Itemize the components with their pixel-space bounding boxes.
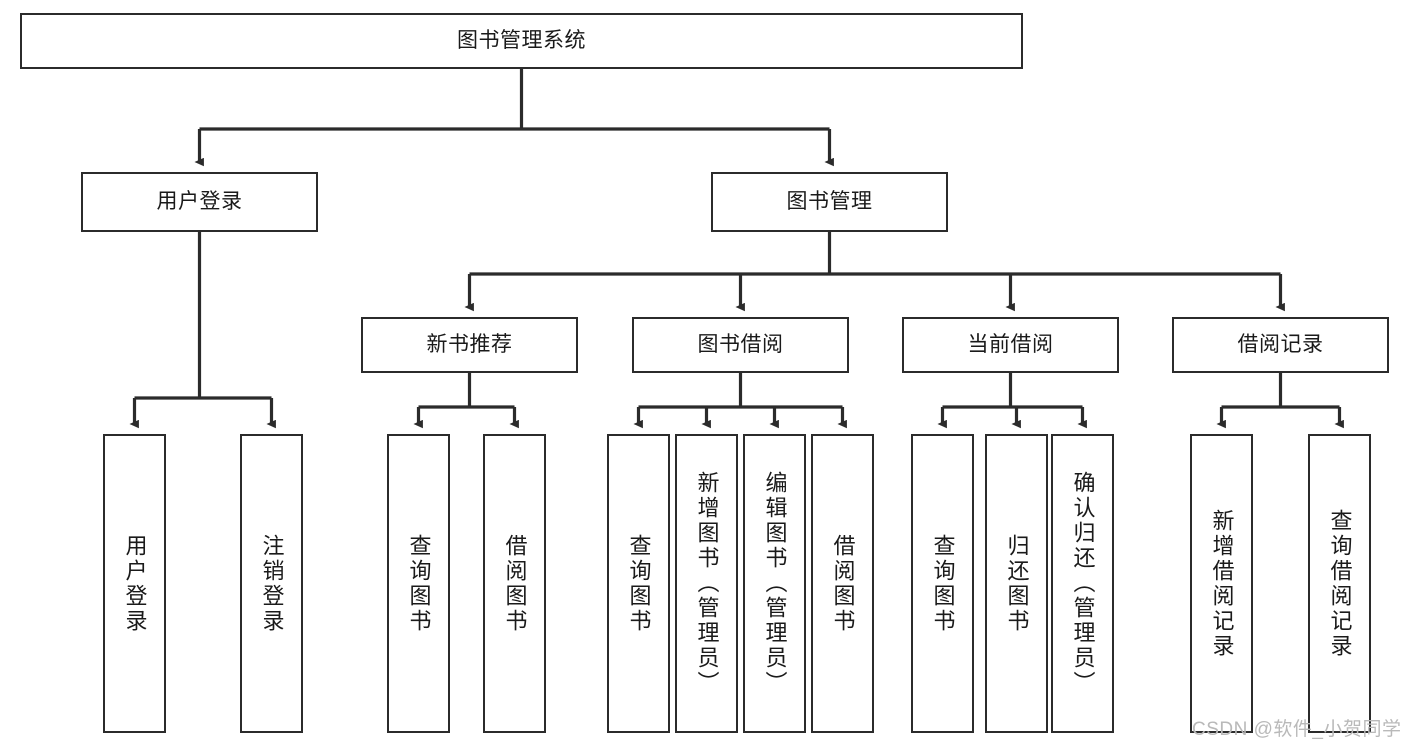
edges-root: [194, 69, 834, 167]
node-leaf-query-book-2[interactable]: 查询图书: [607, 434, 670, 733]
node-leaf-query-record[interactable]: 查询借阅记录: [1308, 434, 1371, 733]
node-current-borrow-label: 当前借阅: [967, 332, 1054, 356]
node-leaf-user-login[interactable]: 用户登录: [103, 434, 166, 733]
node-leaf-confirm-return[interactable]: 确认归还（管理员）: [1051, 434, 1114, 733]
node-leaf-edit-book-label: 编辑图书（管理员）: [762, 471, 788, 696]
node-leaf-borrow-book-2[interactable]: 借阅图书: [811, 434, 874, 733]
edges-user-login: [129, 232, 276, 429]
node-leaf-query-book-3-label: 查询图书: [930, 533, 956, 634]
node-leaf-borrow-book-2-label: 借阅图书: [830, 533, 856, 634]
node-leaf-add-record-label: 新增借阅记录: [1209, 508, 1235, 659]
node-new-book-rec-label: 新书推荐: [426, 332, 513, 356]
edges-book-manage: [464, 232, 1285, 312]
csdn-watermark: CSDN @软件_小贺同学: [1192, 719, 1402, 740]
edges-new-book-rec: [413, 373, 519, 429]
node-user-login-label: 用户登录: [156, 189, 243, 213]
node-leaf-return-book[interactable]: 归还图书: [985, 434, 1048, 733]
node-new-book-rec[interactable]: 新书推荐: [361, 317, 578, 373]
node-leaf-edit-book[interactable]: 编辑图书（管理员）: [743, 434, 806, 733]
node-root-label: 图书管理系统: [457, 28, 586, 52]
node-leaf-query-book-2-label: 查询图书: [626, 533, 652, 634]
node-leaf-logout-label: 注销登录: [259, 533, 285, 634]
node-current-borrow[interactable]: 当前借阅: [902, 317, 1119, 373]
node-leaf-return-book-label: 归还图书: [1004, 533, 1030, 634]
edges-book-borrow: [633, 373, 847, 429]
node-book-borrow-label: 图书借阅: [697, 332, 784, 356]
node-borrow-record[interactable]: 借阅记录: [1172, 317, 1389, 373]
node-user-login[interactable]: 用户登录: [81, 172, 318, 232]
node-leaf-confirm-return-label: 确认归还（管理员）: [1070, 471, 1096, 696]
node-leaf-query-book-3[interactable]: 查询图书: [911, 434, 974, 733]
node-book-borrow[interactable]: 图书借阅: [632, 317, 849, 373]
node-root[interactable]: 图书管理系统: [20, 13, 1023, 69]
node-leaf-borrow-book-1-label: 借阅图书: [502, 533, 528, 634]
node-book-manage-label: 图书管理: [786, 189, 873, 213]
edges-borrow-record: [1216, 373, 1344, 429]
node-leaf-user-login-label: 用户登录: [122, 533, 148, 634]
node-leaf-add-record[interactable]: 新增借阅记录: [1190, 434, 1253, 733]
node-leaf-add-book[interactable]: 新增图书（管理员）: [675, 434, 738, 733]
node-book-manage[interactable]: 图书管理: [711, 172, 948, 232]
edges-current-borrow: [937, 373, 1087, 429]
node-leaf-borrow-book-1[interactable]: 借阅图书: [483, 434, 546, 733]
node-borrow-record-label: 借阅记录: [1237, 332, 1324, 356]
node-leaf-query-book-1-label: 查询图书: [406, 533, 432, 634]
node-leaf-query-record-label: 查询借阅记录: [1327, 508, 1353, 659]
node-leaf-add-book-label: 新增图书（管理员）: [694, 471, 720, 696]
node-leaf-logout[interactable]: 注销登录: [240, 434, 303, 733]
node-leaf-query-book-1[interactable]: 查询图书: [387, 434, 450, 733]
